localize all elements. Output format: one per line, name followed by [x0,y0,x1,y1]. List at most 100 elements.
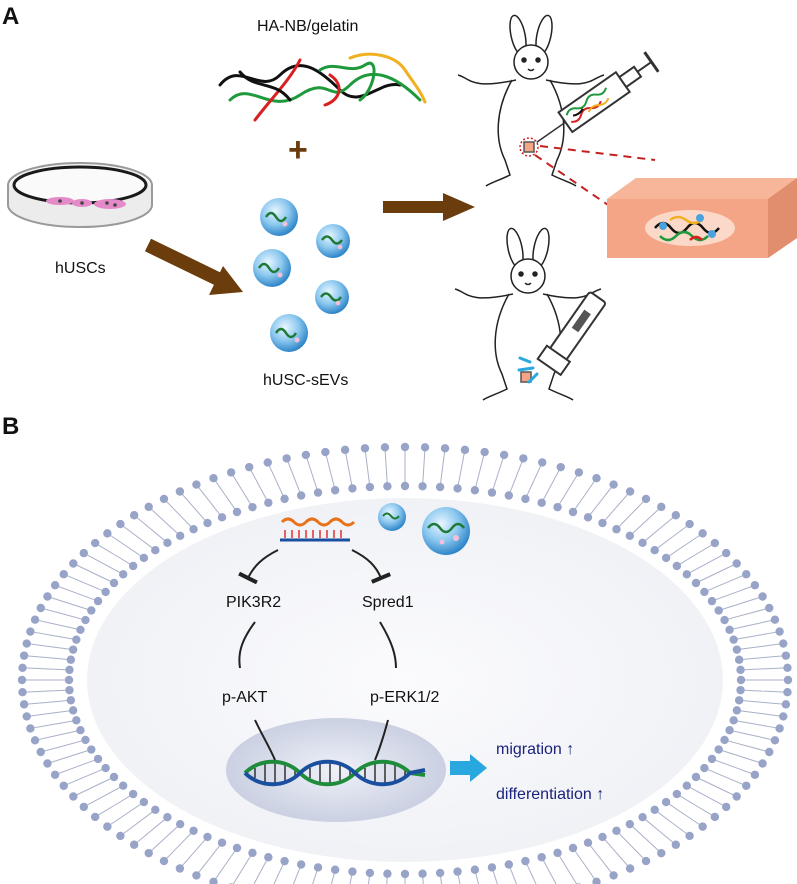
lipid-head [68,706,78,715]
lipid-head [163,812,172,822]
lipid-head [775,627,784,636]
lipid-head [725,726,734,735]
nucleus [226,718,446,822]
lipid-head [691,578,701,588]
cells-label: hUSCs [55,260,106,277]
lipid-head [783,663,792,673]
lipid-head [87,745,96,754]
lipid-head [175,531,185,541]
lipid-head [116,519,125,529]
lipid-head [43,592,52,601]
lipid-head [650,545,659,555]
lipid-head [638,538,647,548]
lipid-head [725,625,734,634]
lipid-head [657,848,666,858]
lipid-head [360,444,370,453]
lipid-head [609,871,618,880]
lipid-tail [567,869,578,884]
lipid-head [487,488,497,497]
panel-b-letter: B [2,413,19,440]
lipid-head [321,447,330,457]
lipid-head [714,745,723,754]
flashlight-icon [517,291,606,384]
lipid-head [18,687,27,697]
lipid-head [707,754,717,764]
lipid-head [734,655,744,664]
lipid-head [480,447,489,457]
dna-helix [243,759,426,787]
lipid-head [400,869,410,879]
lipid-head [66,655,76,664]
rabbit-icon [454,227,602,401]
lipid-head [650,805,659,815]
lipid-head [779,639,788,648]
lipid-head [568,843,578,853]
lipid-head [128,789,138,799]
lipid-head [685,831,694,841]
inhibition-arrow [238,549,279,585]
lipid-head [93,754,103,764]
lipid-head [151,545,160,555]
lipid-head [22,639,31,648]
lipid-head [69,792,78,801]
lipid-head [159,856,169,866]
lipid-head [76,625,85,634]
lipid-head [470,865,480,874]
lipid-head [245,462,254,472]
lipid-head [59,570,68,579]
lipid-head [758,592,767,601]
lipid-head [43,759,52,768]
lipid-head [583,513,593,522]
lipid-head [19,651,29,660]
lipid-head [383,482,392,491]
evs-label: hUSC-sEVs [263,372,348,389]
lipid-head [537,498,546,507]
lipid-head [568,507,578,517]
panel-a: A HA-NB/gelatin + hUSCs [2,3,797,401]
lipid-head [700,763,709,773]
lipid-head [521,494,530,504]
pathway-connector [374,719,389,761]
lipid-head [248,502,257,512]
lipid-head [109,772,119,782]
lipid-head [685,519,694,529]
lipid-head [700,587,709,597]
lipid-head [22,712,31,721]
lipid-head [758,759,767,768]
lipid-head [383,869,392,878]
lipid-head [217,838,227,847]
lipid-head [641,856,651,866]
lipid-head [380,443,390,452]
lipid-head [90,812,100,822]
migration-label: migration ↑ [496,741,574,758]
lipid-head [538,458,547,467]
lipid-head [365,868,375,878]
lipid-head [81,615,90,625]
lipid-head [313,488,323,497]
lipid-head [770,615,780,624]
lipid-head [119,570,128,579]
lipid-head [19,700,29,709]
lipid-head [93,596,103,606]
lipid-head [672,789,682,799]
zoom-line [539,145,656,161]
lipid-head [68,645,78,654]
lipid-head [87,606,96,615]
lipid-head [698,822,707,831]
lipid-head [770,736,780,745]
lipid-head [732,706,742,715]
lipid-head [598,832,607,842]
lipid-head [175,864,185,873]
lipid-head [109,578,119,588]
lipid-head [418,482,427,491]
lipid-head [698,529,707,538]
lipid-head [232,843,242,853]
lipid-head [583,838,593,847]
lipid-head [79,548,88,558]
lipid-head [682,781,691,790]
lipid-head [66,696,76,705]
lipid-head [128,561,138,571]
lipid-head [330,865,340,874]
lipid-head [742,570,751,579]
lipid-head [203,518,212,528]
